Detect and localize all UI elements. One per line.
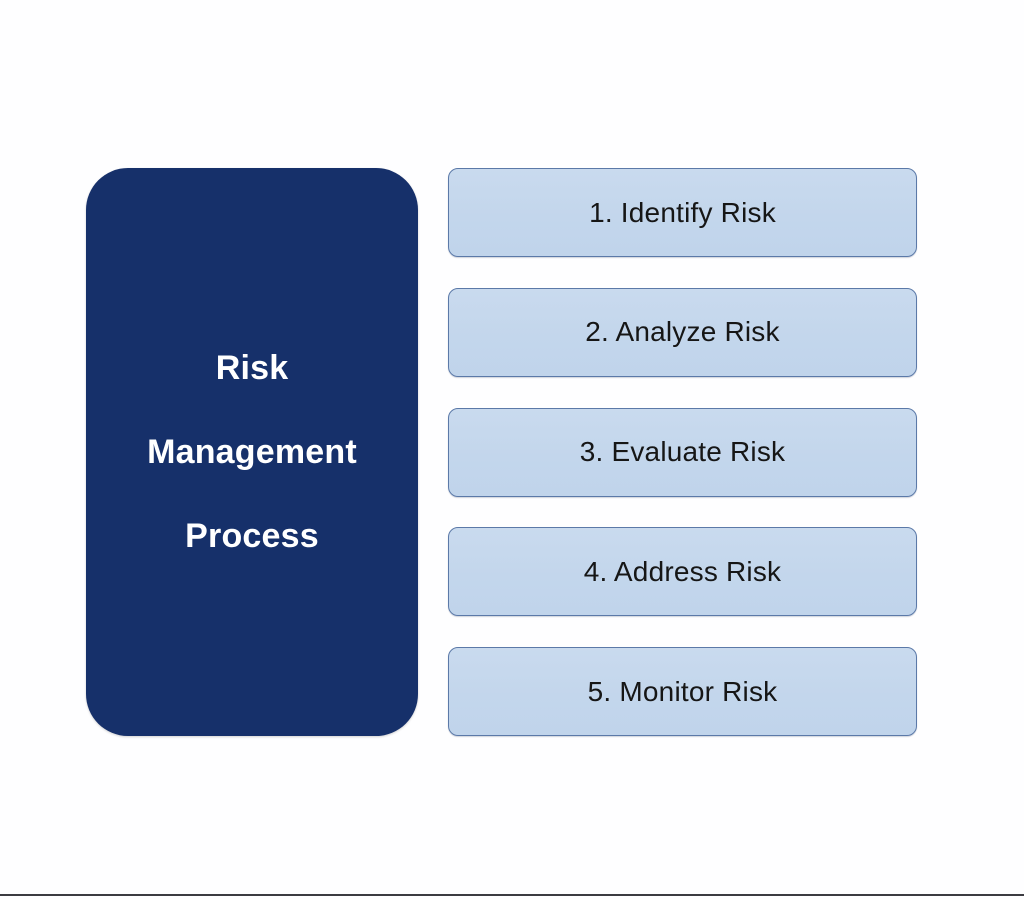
process-steps-column: 1. Identify Risk 2. Analyze Risk 3. Eval… — [448, 168, 917, 736]
process-step-2[interactable]: 2. Analyze Risk — [448, 287, 917, 377]
process-step-1-label: 1. Identify Risk — [589, 196, 776, 228]
bottom-divider — [0, 894, 1024, 896]
process-step-2-label: 2. Analyze Risk — [585, 316, 780, 348]
core-title-line-3: Process — [185, 517, 319, 555]
process-step-3[interactable]: 3. Evaluate Risk — [448, 407, 917, 497]
process-step-3-label: 3. Evaluate Risk — [579, 436, 786, 467]
core-title-line-1: Risk — [215, 349, 289, 387]
process-step-5-label: 5. Monitor Risk — [587, 675, 778, 707]
process-step-4-label: 4. Address Risk — [583, 555, 782, 587]
process-step-5[interactable]: 5. Monitor Risk — [448, 647, 917, 736]
risk-management-process-block: Risk Management Process — [86, 168, 418, 736]
process-step-4[interactable]: 4. Address Risk — [448, 527, 917, 617]
process-step-1[interactable]: 1. Identify Risk — [448, 168, 917, 257]
core-title-line-2: Management — [147, 433, 357, 471]
